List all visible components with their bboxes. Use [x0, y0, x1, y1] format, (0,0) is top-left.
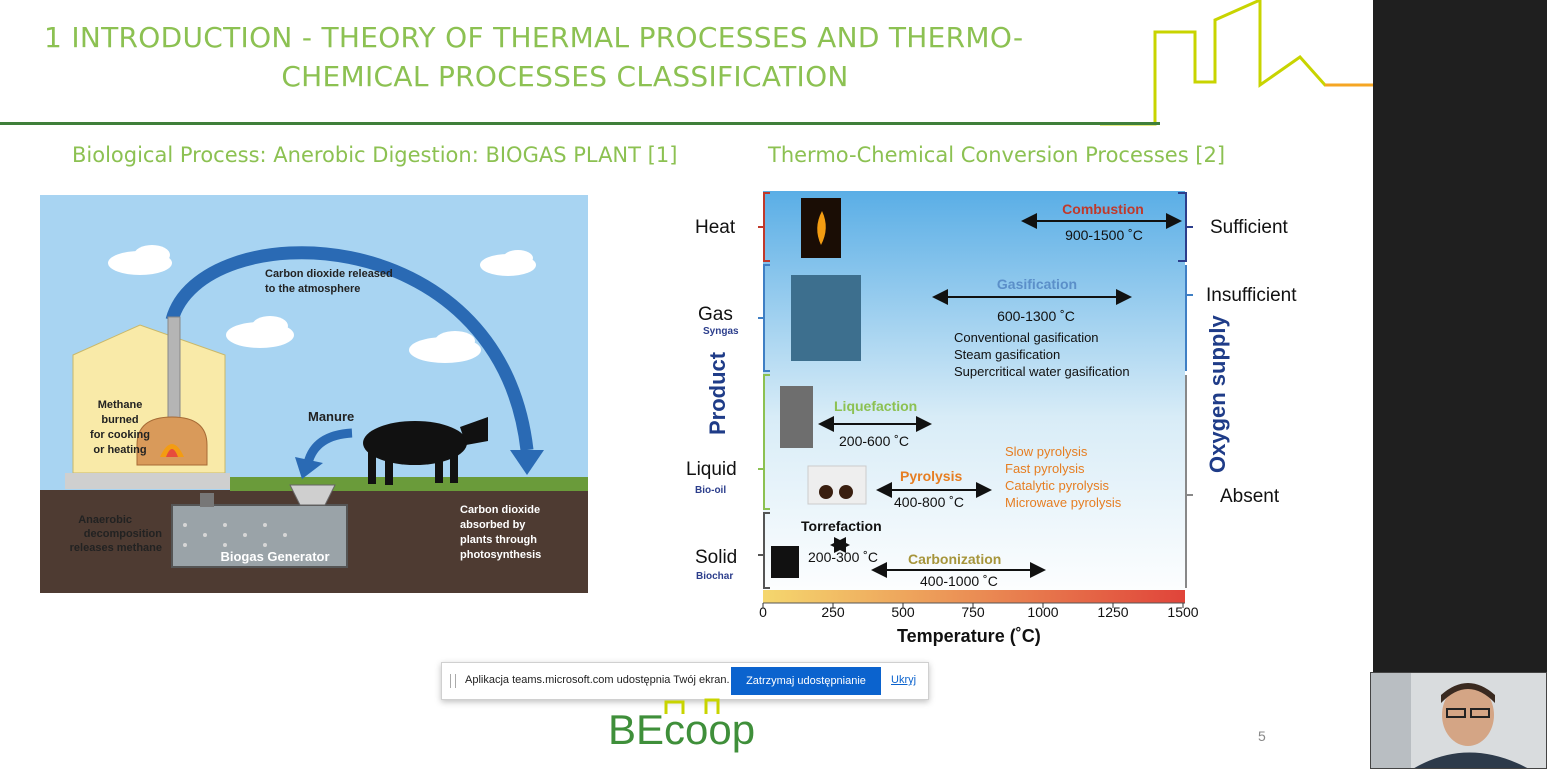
pyrolysis-type-2: Fast pyrolysis [1005, 461, 1085, 476]
title-divider [0, 122, 1160, 125]
temperature-tick-label: 250 [821, 604, 845, 620]
product-biooil: Bio-oil [695, 485, 726, 496]
screen-share-bar: Aplikacja teams.microsoft.com udostępnia… [441, 662, 929, 700]
temperature-tick-label: 750 [961, 604, 985, 620]
co2-absorbed-label-3: plants through [460, 534, 537, 546]
temperature-tick-label: 500 [891, 604, 915, 620]
torrefaction-label: Torrefaction [801, 518, 882, 534]
oxygen-absent: Absent [1220, 486, 1280, 507]
skyline-decoration [1100, 0, 1373, 126]
co2-released-label-2: to the atmosphere [265, 283, 360, 295]
teams-side-panel [1373, 0, 1547, 769]
oxygen-axis-label: Oxygen supply [1205, 315, 1230, 473]
co2-absorbed-label-2: absorbed by [460, 519, 526, 531]
right-heading: Thermo-Chemical Conversion Processes [2] [768, 143, 1226, 167]
co2-absorbed-label-1: Carbon dioxide [460, 504, 540, 516]
product-heat: Heat [695, 217, 736, 238]
gasification-range: 600-1300 ˚C [997, 308, 1075, 324]
pyrolysis-type-1: Slow pyrolysis [1005, 444, 1088, 459]
biochar-photo [771, 546, 799, 578]
gasification-type-1: Conventional gasification [954, 330, 1099, 345]
hide-link[interactable]: Ukryj [891, 674, 917, 686]
temperature-tick-label: 1250 [1097, 604, 1128, 620]
oxygen-insufficient: Insufficient [1206, 285, 1297, 306]
combustion-label: Combustion [1062, 201, 1144, 217]
stop-sharing-button[interactable]: Zatrzymaj udostępnianie [731, 667, 881, 695]
left-heading: Biological Process: Anerobic Digestion: … [72, 143, 678, 167]
pyrolysis-type-4: Microwave pyrolysis [1005, 495, 1122, 510]
reactor-photo [780, 386, 813, 448]
liquefaction-label: Liquefaction [834, 398, 917, 414]
pyrolysis-type-3: Catalytic pyrolysis [1005, 478, 1110, 493]
gasifier-photo [791, 275, 861, 361]
torrefaction-range: 200-300 ˚C [808, 549, 878, 565]
product-gas: Gas [698, 304, 733, 325]
product-liquid: Liquid [686, 459, 737, 480]
anaerobic-label-1: Anaerobic [78, 514, 132, 526]
liquefaction-range: 200-600 ˚C [839, 433, 909, 449]
temperature-tick-label: 0 [759, 604, 767, 620]
presentation-slide: 1 INTRODUCTION - THEORY OF THERMAL PROCE… [0, 0, 1373, 753]
co2-absorbed-label-4: photosynthesis [460, 549, 541, 561]
temperature-tick-label: 1500 [1167, 604, 1198, 620]
thermochemical-diagram: Heat Gas Syngas Liquid Bio-oil Solid Bio… [686, 191, 1297, 646]
clouds [108, 245, 536, 363]
carbonization-range: 400-1000 ˚C [920, 573, 998, 589]
slide-title-line2: CHEMICAL PROCESSES CLASSIFICATION [281, 60, 849, 93]
pyrolysis-range: 400-800 ˚C [894, 494, 964, 510]
product-solid: Solid [695, 547, 737, 568]
combustion-range: 900-1500 ˚C [1065, 227, 1143, 243]
share-message: Aplikacja teams.microsoft.com udostępnia… [465, 674, 730, 686]
methane-label-1: Methane [98, 399, 143, 411]
anaerobic-label-2: decomposition [84, 528, 163, 540]
product-syngas: Syngas [703, 326, 739, 337]
drag-handle-icon[interactable] [450, 674, 456, 688]
biogas-plant-illustration: Carbon dioxide released to the atmospher… [40, 195, 588, 593]
bio-oil-photo [807, 465, 867, 505]
co2-released-label-1: Carbon dioxide released [265, 268, 393, 280]
slide-title-line1: 1 INTRODUCTION - THEORY OF THERMAL PROCE… [44, 21, 1024, 54]
cow-silhouette [363, 417, 488, 485]
manure-label: Manure [308, 409, 354, 424]
methane-label-4: or heating [93, 444, 146, 456]
oxygen-sufficient: Sufficient [1210, 217, 1289, 238]
temperature-tick-label: 1000 [1027, 604, 1058, 620]
pyrolysis-label: Pyrolysis [900, 468, 962, 484]
product-axis-label: Product [705, 351, 730, 435]
methane-label-3: for cooking [90, 429, 150, 441]
slide-title: 1 INTRODUCTION - THEORY OF THERMAL PROCE… [40, 18, 1090, 96]
gasification-type-2: Steam gasification [954, 347, 1060, 362]
anaerobic-label-3: releases methane [70, 542, 162, 554]
gasification-label: Gasification [997, 276, 1077, 292]
temperature-ticks: 0 250 500 750 1000 1250 1500 [759, 603, 1199, 620]
logo-text: BEcoop [608, 706, 755, 753]
product-biochar: Biochar [696, 571, 733, 582]
carbonization-label: Carbonization [908, 551, 1001, 567]
page-number: 5 [1258, 728, 1266, 744]
gasification-type-3: Supercritical water gasification [954, 364, 1130, 379]
presenter-video[interactable] [1370, 672, 1547, 769]
biogas-generator-label: Biogas Generator [220, 549, 329, 564]
temperature-axis-label: Temperature (˚C) [897, 626, 1041, 646]
becoop-logo: BEcoop [608, 698, 755, 753]
methane-label-2: burned [101, 414, 138, 426]
presenter-avatar [1371, 673, 1546, 768]
